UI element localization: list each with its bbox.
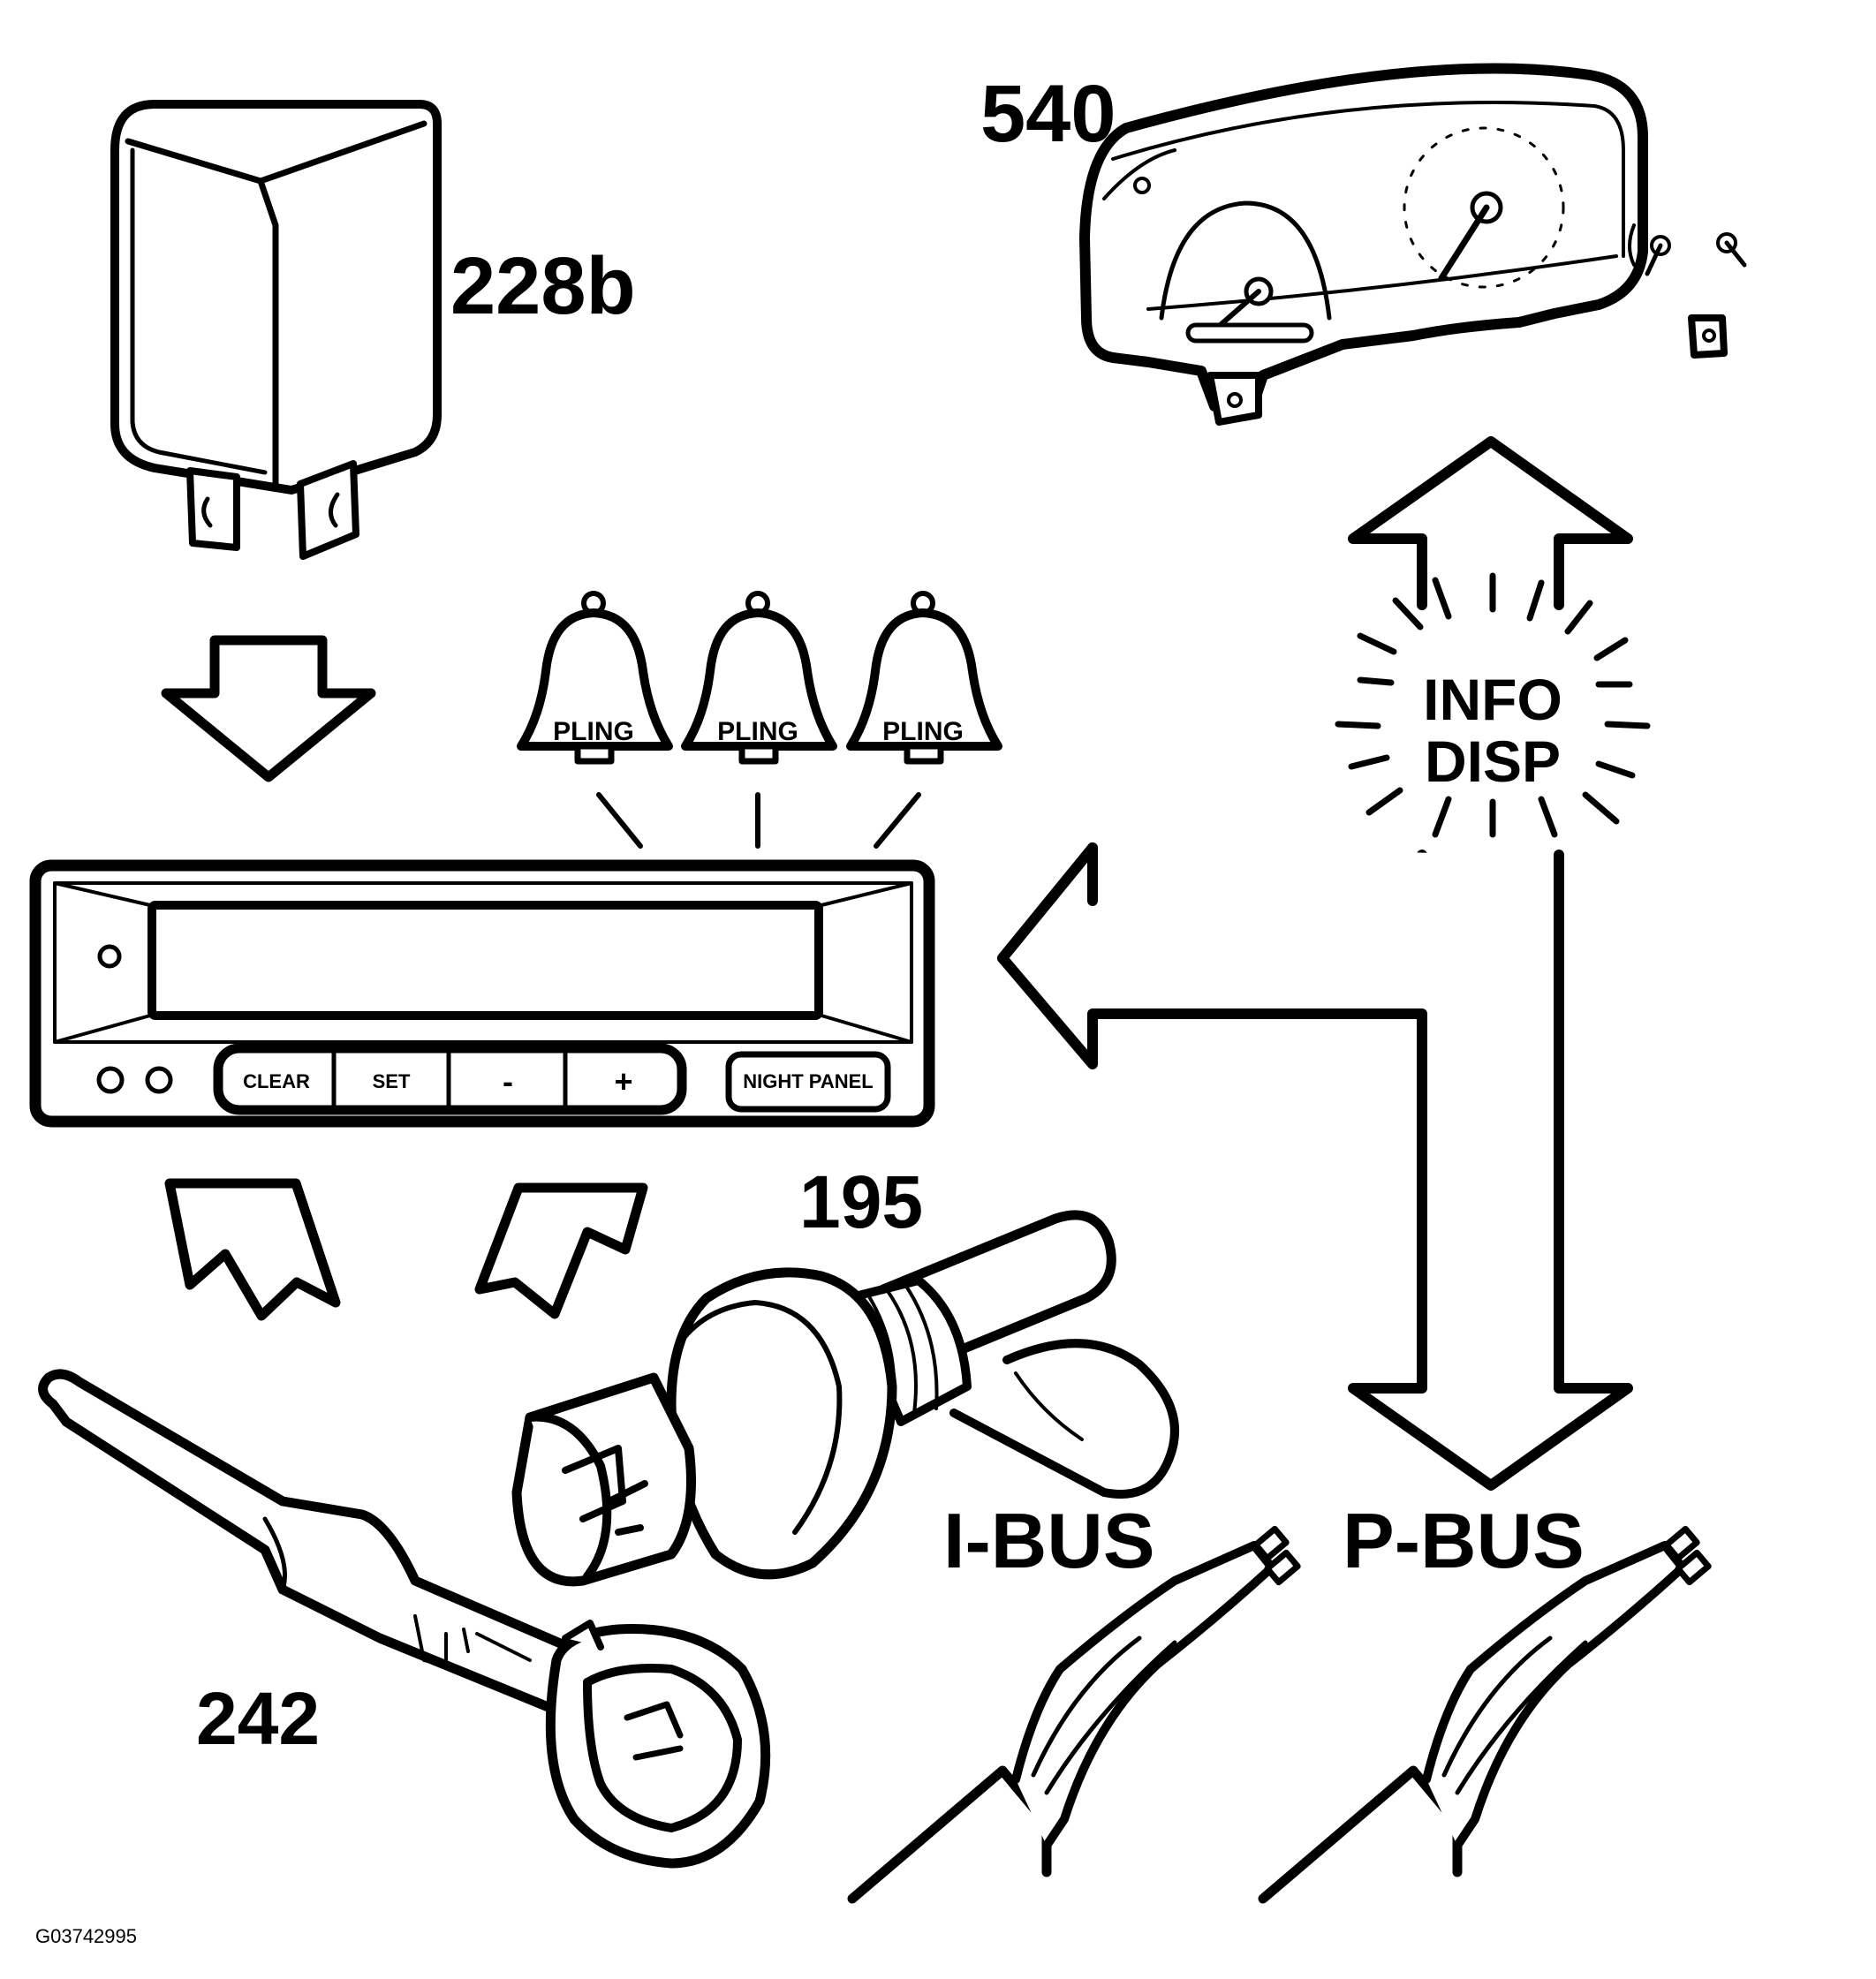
sensor-195-arrow: [474, 1182, 648, 1319]
relay-label: 228b: [450, 241, 636, 331]
display-screen: [148, 901, 823, 1020]
light-sensor: [97, 944, 122, 969]
info-disp-line2: DISP: [1425, 729, 1561, 794]
minus-button-label: -: [503, 1063, 513, 1099]
clear-button-label: CLEAR: [243, 1070, 310, 1092]
night-panel-button-label: NIGHT PANEL: [743, 1070, 873, 1092]
bus-to-cluster-arrow: [1348, 436, 1633, 610]
bell-1-label: PLING: [553, 717, 634, 746]
sensor-195-label: 195: [799, 1160, 923, 1243]
bell-2-label: PLING: [717, 717, 798, 746]
clear-button[interactable]: CLEAR: [243, 1050, 337, 1108]
indicator-led-2: [145, 1066, 173, 1094]
temperature-sensor-242: 242: [38, 1369, 771, 1869]
i-bus-cable: [847, 1525, 1301, 1904]
sensor-242-arrow: [164, 1178, 341, 1321]
relay-228b: 228b: [110, 100, 636, 560]
sensor-242-label: 242: [196, 1677, 320, 1760]
bell-3: PLING: [846, 591, 1002, 849]
instrument-cluster-540: 540: [980, 63, 1747, 426]
indicator-led-1: [96, 1066, 125, 1094]
p-bus-cable: [1258, 1525, 1712, 1904]
plus-button-label: +: [614, 1063, 632, 1099]
bell-3-label: PLING: [882, 717, 964, 746]
cluster-label: 540: [980, 69, 1116, 159]
relay-to-display-arrow: [161, 635, 376, 782]
bell-1: PLING: [517, 591, 673, 849]
temperature-sensor-195: 195 I-BUS: [511, 1160, 1179, 1587]
info-disp-line1: INFO: [1423, 667, 1562, 732]
i-bus-label: I-BUS: [943, 1497, 1155, 1584]
info-display-unit: CLEAR SET - + NIGHT PANEL: [29, 859, 935, 1128]
bell-2: PLING: [681, 591, 837, 849]
figure-id: G03742995: [35, 1925, 137, 1947]
minus-button[interactable]: -: [503, 1050, 568, 1108]
set-button[interactable]: SET: [373, 1050, 451, 1108]
night-panel-button[interactable]: NIGHT PANEL: [725, 1051, 891, 1113]
info-disp-indicator: INFO DISP: [1335, 572, 1651, 838]
set-button-label: SET: [373, 1070, 411, 1092]
plus-button[interactable]: +: [614, 1063, 632, 1099]
p-bus-label: P-BUS: [1343, 1497, 1585, 1584]
